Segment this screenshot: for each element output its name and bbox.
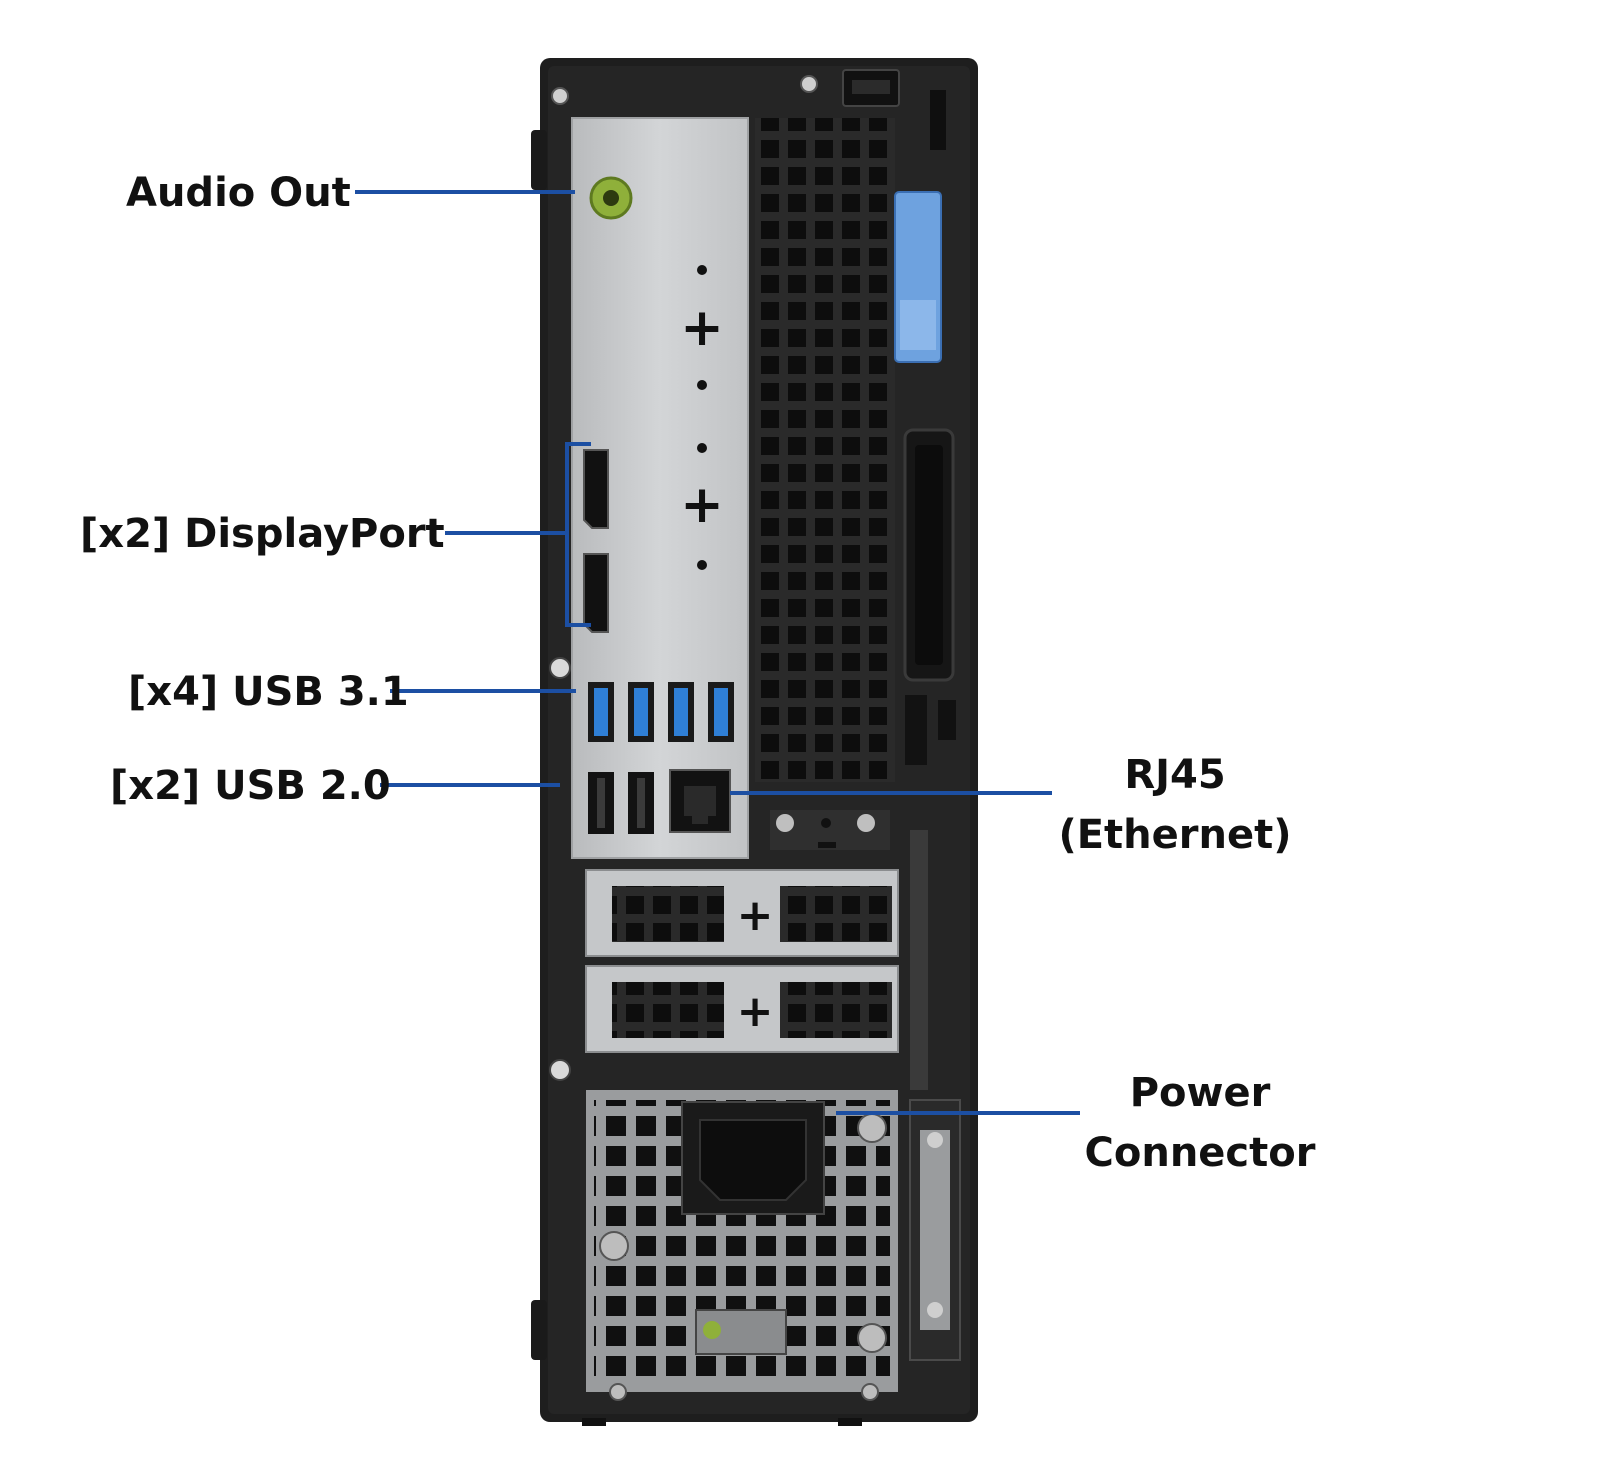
svg-text:+: + (737, 986, 774, 1037)
label-displayport: [x2] DisplayPort (80, 511, 445, 557)
label-power: Power Connector (1070, 1063, 1330, 1183)
audio-mini-jacks (770, 810, 890, 850)
rj45-port-icon (669, 769, 731, 833)
leader-lines (355, 190, 1080, 1115)
audio-jack-icon (589, 176, 633, 220)
psu-indicator-icon (703, 1321, 721, 1339)
usb20-port-icon (588, 772, 654, 834)
expansion-slots: + + (585, 830, 928, 1090)
screw-icon (857, 1323, 887, 1353)
label-audio-out: Audio Out (126, 170, 351, 216)
screw-icon (800, 75, 818, 93)
psu-side-bracket (909, 1099, 961, 1361)
blue-latch (894, 191, 942, 363)
label-usb20: [x2] USB 2.0 (110, 763, 391, 809)
screw-icon (599, 1231, 629, 1261)
label-rj45-line1: RJ45 (1124, 752, 1226, 798)
svg-text:+: + (680, 475, 724, 535)
label-usb31: [x4] USB 3.1 (128, 669, 409, 715)
ventilation-grid (755, 118, 895, 782)
screw-icon (549, 1059, 571, 1081)
displayport-port-icon (583, 449, 609, 633)
side-handle (903, 428, 956, 765)
screw-icon (549, 657, 571, 679)
label-power-line1: Power (1129, 1070, 1271, 1116)
svg-text:+: + (737, 890, 774, 941)
label-rj45-line2: (Ethernet) (1058, 812, 1292, 858)
knockout-marks: + + (680, 265, 724, 570)
usb31-port-icon (588, 682, 734, 742)
label-rj45: RJ45 (Ethernet) (1050, 745, 1300, 865)
power-supply (586, 1090, 898, 1401)
screw-icon (857, 1113, 887, 1143)
screw-icon (551, 87, 569, 105)
label-power-line2: Connector (1084, 1130, 1316, 1176)
svg-text:+: + (680, 298, 724, 358)
